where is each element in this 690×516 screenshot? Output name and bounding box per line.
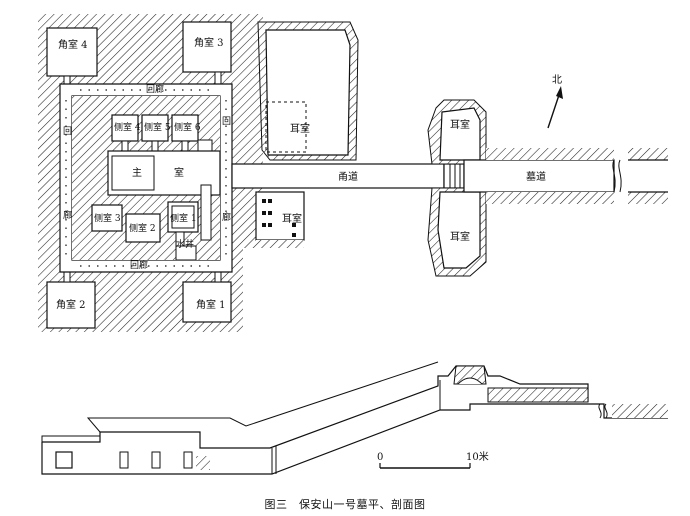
side-room-6-label: 侧室 6 — [174, 121, 201, 133]
corridor-left-label-1: 回 — [63, 126, 72, 137]
section-view — [41, 361, 668, 475]
corridor-right-label-2: 廊 — [222, 211, 231, 223]
scale-end-label: 10米 — [466, 450, 489, 463]
corner-room-3 — [182, 21, 232, 73]
north-label: 北 — [552, 74, 562, 86]
ear-room-se-label: 耳室 — [450, 230, 470, 243]
plan-view: 角室 4 角室 3 角室 2 角室 1 回廊 回廊 回 廊 回 廊 侧室 4 侧… — [38, 14, 668, 332]
corridor-left-label-2: 廊 — [63, 209, 72, 221]
ear-rooms-east — [427, 99, 487, 277]
side-room-1-label: 侧室 1 — [170, 212, 197, 224]
scale-zero-label: 0 — [377, 452, 383, 463]
side-room-2-label: 侧室 2 — [129, 222, 156, 234]
tomb-passage-shape — [463, 148, 668, 204]
side-room-5-label: 侧室 5 — [144, 121, 171, 133]
corner-room-1-label: 角室 1 — [196, 298, 226, 311]
ear-room-sw-label: 耳室 — [282, 212, 302, 225]
ear-room-ne-label: 耳室 — [450, 118, 470, 131]
main-room-label-1: 主 — [132, 167, 142, 179]
side-rooms-bottom — [91, 184, 212, 261]
corner-room-4 — [46, 27, 98, 77]
main-room-label-2: 室 — [174, 166, 184, 179]
corridor-bottom-label: 回廊 — [130, 259, 148, 271]
ear-rooms-west — [255, 21, 359, 248]
tomb-passage-label: 墓道 — [526, 170, 546, 183]
south-passage-label: 甬道 — [338, 170, 358, 183]
south-passage-shape — [231, 163, 465, 189]
scale-bar: 0 10米 — [377, 450, 489, 469]
corner-room-2-label: 角室 2 — [56, 298, 86, 311]
corner-room-3-label: 角室 3 — [194, 36, 224, 49]
figure-caption: 图三 保安山一号墓平、剖面图 — [264, 498, 426, 511]
side-room-3-label: 侧室 3 — [94, 212, 121, 224]
side-room-4-label: 侧室 4 — [114, 121, 141, 133]
corner-room-1 — [182, 281, 232, 323]
well-label: 水井 — [176, 238, 194, 250]
corner-room-4-label: 角室 4 — [58, 38, 88, 51]
corridor-top-label: 回廊 — [146, 83, 164, 95]
corridor-right-label-1: 回 — [222, 116, 231, 127]
corner-rooms — [46, 21, 232, 329]
corner-room-2 — [46, 281, 96, 329]
north-arrow — [547, 86, 563, 129]
ear-room-nw-label: 耳室 — [290, 122, 310, 135]
